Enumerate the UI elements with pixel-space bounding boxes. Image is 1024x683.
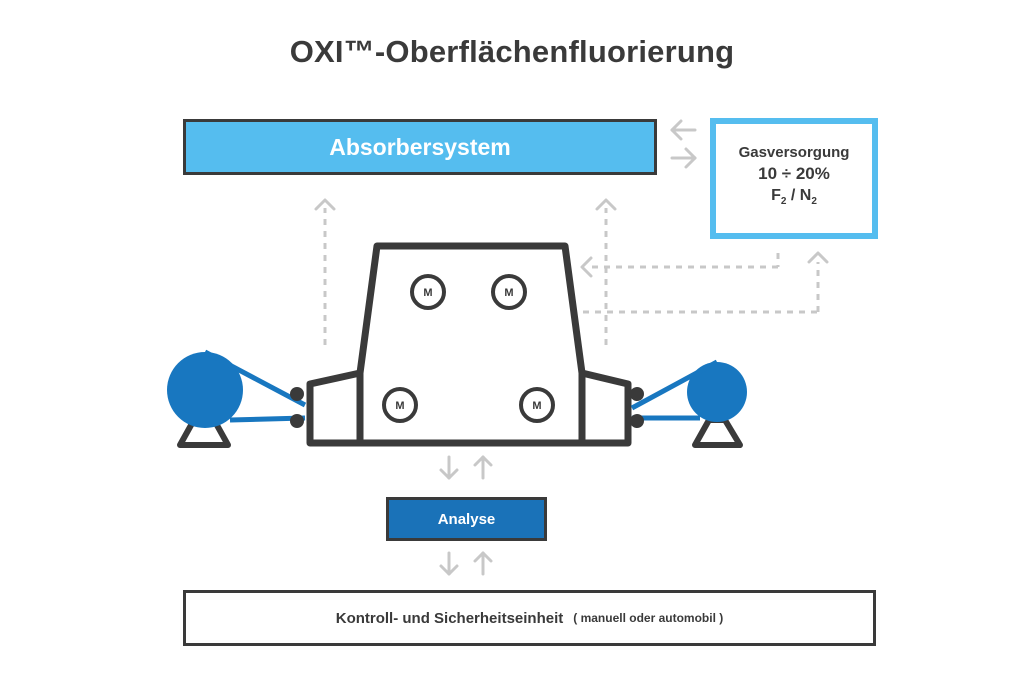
arrow-up-head-2 [473, 551, 493, 563]
reactor-analysis-arrows [439, 455, 493, 480]
left-guide-roller-top [290, 387, 304, 401]
gas-supply-box: Gasversorgung 10 ÷ 20% F2 / N2 [710, 118, 878, 239]
absorber-system-label: Absorbersystem [329, 133, 511, 160]
left-guide-roller-bottom [290, 414, 304, 428]
gas-mixture: F2 / N2 [771, 187, 817, 208]
absorber-gas-arrows [670, 119, 697, 169]
motor-top-right: M [491, 274, 527, 310]
analysis-box: Analyse [386, 497, 547, 541]
right-reel-stand [692, 417, 743, 448]
arrow-to-gas-head [684, 147, 697, 169]
right-reel [630, 359, 747, 448]
arrow-to-absorber-head [670, 119, 683, 141]
arrow-left-gas-feed [580, 256, 593, 278]
left-reel-drum [167, 352, 243, 428]
reactor-left-wing [306, 369, 361, 447]
motor-bottom-left: M [382, 387, 418, 423]
motor-top-left-label: M [423, 287, 432, 299]
arrow-up-head [473, 455, 493, 467]
absorber-system-box: Absorbersystem [183, 119, 657, 175]
control-unit-label: Kontroll- und Sicherheitseinheit [335, 609, 564, 627]
arrow-up-gas-return [807, 251, 829, 264]
reactor-chamber [306, 242, 632, 447]
motor-top-right-label: M [504, 287, 513, 299]
motor-bottom-left-label: M [395, 400, 404, 412]
motor-bottom-right-label: M [532, 400, 541, 412]
flow-arrowheads [314, 198, 829, 278]
left-film-strip-top [203, 349, 307, 408]
left-reel [167, 349, 307, 448]
right-guide-roller-bottom [630, 414, 644, 428]
reactor-right-wing [581, 369, 632, 447]
diagram-title: OXI™-Oberflächenfluorierung [289, 34, 735, 69]
arrow-down-head-2 [439, 564, 459, 576]
right-film-strip-top [630, 359, 719, 411]
arrow-up-left-exhaust [314, 198, 336, 211]
analysis-label: Analyse [437, 510, 496, 528]
control-unit-note: ( manuell oder automobil ) [573, 611, 724, 625]
dotted-flow-lines [323, 208, 820, 345]
control-unit-box: Kontroll- und Sicherheitseinheit ( manue… [183, 590, 876, 646]
analysis-control-arrows [439, 551, 493, 576]
arrow-down-head [439, 468, 459, 480]
gas-concentration: 10 ÷ 20% [758, 164, 830, 184]
arrow-up-right-exhaust [595, 198, 617, 211]
motor-top-left: M [410, 274, 446, 310]
motor-bottom-right: M [519, 387, 555, 423]
right-guide-roller-top [630, 387, 644, 401]
right-reel-drum [687, 362, 747, 422]
gas-supply-label: Gasversorgung [738, 144, 850, 162]
